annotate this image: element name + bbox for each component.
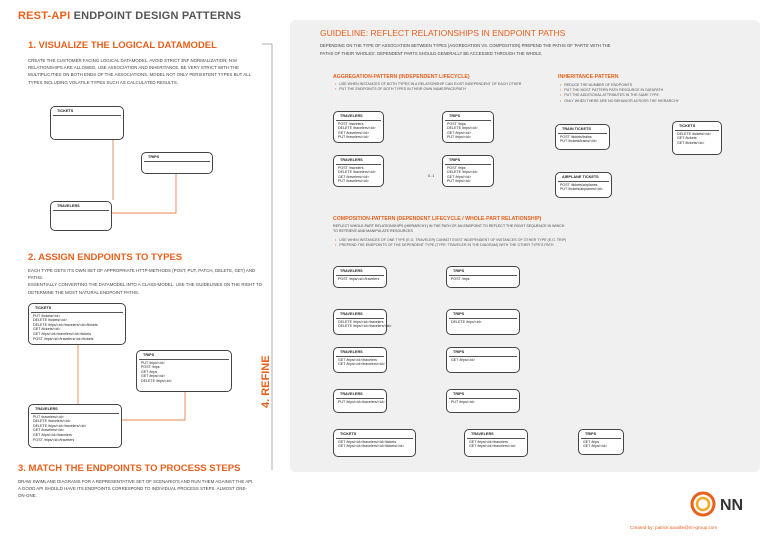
dm-tickets-box: TICKETS: [50, 106, 124, 140]
title-accent: REST-API: [18, 10, 71, 22]
dm-travelers-box: TRAVELERS: [50, 201, 112, 231]
multiplicity-label: 0..1: [428, 174, 435, 178]
ep-travelers-box: TRAVELERS PUT /travelers/<id>DELETE /tra…: [28, 404, 122, 448]
svg-text:NN: NN: [720, 497, 743, 514]
section-3-heading: 3. MATCH THE ENDPOINTS TO PROCESS STEPS: [18, 463, 241, 474]
ep-tickets-box: TICKETS PUT /tickets/<id>DELETE /tickets…: [28, 303, 126, 345]
credit-text: Created by: patrick.savalle@nn-group.com: [630, 525, 718, 530]
inheritance-bullets: REDUCE THE NUMBER OF ENDPOINTSPUT THE MO…: [560, 83, 679, 104]
refine-label: 4. REFINE: [260, 355, 272, 408]
nn-logo-icon: NN: [690, 491, 743, 517]
inheritance-heading: INHERITANCE-PATTERN: [558, 74, 619, 80]
section-1-text: CREATE THE CUSTOMER FACING LOGICAL DATAM…: [28, 58, 252, 85]
guideline-heading: GUIDELINE: REFLECT RELATIONSHIPS IN ENDP…: [320, 28, 566, 38]
section-2-heading: 2. ASSIGN ENDPOINTS TO TYPES: [28, 252, 183, 263]
aggregation-heading: AGGREGATION-PATTERN (INDEPENDENT LIFECYC…: [333, 74, 470, 80]
nn-logo: NN: [690, 490, 762, 518]
section-1-heading: 1. VISUALIZE THE LOGICAL DATAMODEL: [28, 40, 217, 51]
composition-heading: COMPOSITION-PATTERN (DEPENDENT LIFECYCLE…: [333, 216, 542, 222]
title-rest: ENDPOINT DESIGN PATTERNS: [73, 10, 242, 22]
dm-trips-box: TRIPS: [141, 152, 213, 174]
guideline-intro: DEPENDING ON THE TYPE OF ASSOCIATION BET…: [320, 43, 611, 56]
section-2-text: EACH TYPE GETS ITS OWN SET OF APPROPRIAT…: [28, 268, 263, 295]
composition-bullets: USE WHEN INSTANCES OF ONE TYPE (E.G. TRA…: [335, 238, 566, 248]
section-3-text: DRAW SWIMLANE DIAGRAMS FOR A REPRESENTAT…: [18, 479, 254, 499]
aggregation-bullets: USE WHEN INSTANCES OF BOTH TYPES IN A RE…: [335, 82, 521, 92]
composition-text: REFLECT WHOLE-PART RELATIONSHIPS (HIERAR…: [333, 224, 565, 234]
inh-airplane-tickets-box: AIRPLANE TICKETS POST /tickets/airplanes…: [555, 172, 612, 198]
page-title: REST-API ENDPOINT DESIGN PATTERNS: [18, 10, 241, 22]
inh-tickets-box: TICKETS DELETE /tickets/<id>GET /tickets…: [672, 121, 722, 155]
